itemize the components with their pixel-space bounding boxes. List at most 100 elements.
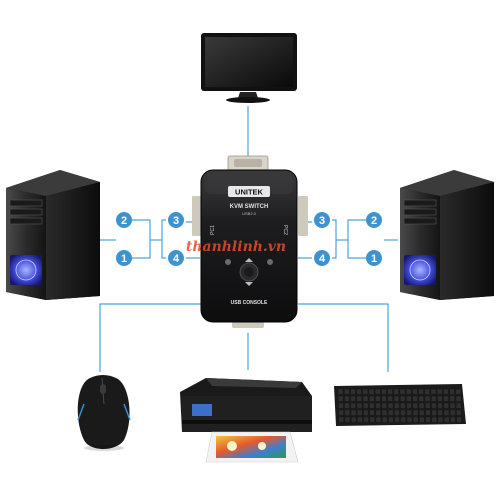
keyboard-key (344, 388, 350, 395)
port-badge: 4 (168, 250, 184, 266)
line-right-2-1 (347, 219, 366, 259)
keyboard-key (344, 416, 351, 423)
keyboard-key (375, 388, 381, 395)
keyboard-key (419, 416, 425, 423)
keyboard-key (363, 402, 369, 409)
keyboard-key (412, 388, 418, 395)
port-badge: 1 (366, 250, 382, 266)
keyboard-key (338, 402, 344, 409)
keyboard-key (430, 388, 437, 395)
port-number: 3 (319, 215, 325, 227)
keyboard-key (418, 395, 424, 402)
keyboard-key (456, 402, 462, 409)
keyboard-key (356, 388, 362, 395)
keyboard-key (424, 388, 430, 395)
connector-lines (99, 106, 398, 372)
keyboard-key (449, 395, 455, 402)
keyboard-key (381, 388, 387, 395)
port-number: 1 (371, 253, 377, 265)
keyboard-key (356, 402, 363, 409)
keyboard-key (425, 416, 431, 423)
keyboard-key (443, 388, 449, 395)
port-badge: 3 (314, 212, 330, 228)
keyboard-key (368, 388, 375, 395)
port-badge: 2 (116, 212, 132, 228)
keyboard-key (449, 388, 455, 395)
keyboard-key (350, 388, 356, 395)
port-badge: 4 (314, 250, 330, 266)
keyboard-key (449, 402, 456, 409)
keyboard-key (393, 395, 400, 402)
keyboard-key (350, 409, 357, 416)
keyboard-key (431, 402, 437, 409)
keyboard-key (350, 395, 356, 402)
port-number: 4 (173, 253, 180, 265)
port-number: 2 (371, 215, 377, 227)
keyboard-key (412, 395, 418, 402)
keyboard-key (381, 402, 387, 409)
port-number: 3 (173, 215, 179, 227)
keyboard-key (450, 416, 456, 423)
mouse-icon (77, 375, 131, 451)
keyboard-key (344, 395, 350, 402)
keyboard-key (362, 388, 368, 395)
keyboard-keys (337, 388, 462, 423)
keyboard-key (431, 409, 437, 416)
keyboard-key (406, 416, 413, 423)
keyboard-key (369, 416, 375, 423)
left-port-badges: 2 3 1 4 (116, 212, 184, 266)
port-number: 1 (121, 253, 127, 265)
keyboard-key (425, 402, 431, 409)
keyboard-key (357, 416, 363, 423)
keyboard-key (375, 402, 381, 409)
right-port-badges: 3 2 4 1 (314, 212, 382, 266)
pc-tower-icon (400, 170, 494, 300)
keyboard-key (400, 402, 406, 409)
keyboard-key (381, 395, 387, 402)
port-badge: 3 (168, 212, 184, 228)
keyboard-key (437, 402, 443, 409)
keyboard-key (437, 395, 443, 402)
keyboard-key (443, 395, 449, 402)
keyboard-key (406, 409, 412, 416)
keyboard-key (400, 409, 406, 416)
keyboard-key (450, 409, 456, 416)
printer-icon (180, 378, 312, 463)
console-label: USB CONSOLE (231, 300, 268, 306)
keyboard-key (387, 395, 393, 402)
keyboard-key (412, 402, 418, 409)
keyboard-key (388, 409, 394, 416)
port-number: 2 (121, 215, 127, 227)
monitor-icon (201, 33, 297, 103)
line-keyboard (298, 303, 389, 372)
keyboard-key (456, 409, 462, 416)
keyboard-key (437, 388, 443, 395)
keyboard-key (369, 402, 375, 409)
keyboard-key (413, 416, 419, 423)
pc-tower-icon (6, 170, 100, 300)
keyboard-key (425, 409, 431, 416)
keyboard-key (375, 409, 381, 416)
line-right-3-4 (332, 219, 337, 259)
keyboard-key (443, 409, 450, 416)
port-right-label: PC2 (282, 225, 288, 235)
line-left-2-1 (132, 219, 151, 259)
keyboard-key (455, 388, 461, 395)
keyboard-key (393, 388, 399, 395)
keyboard-key (412, 409, 419, 416)
keyboard-key (387, 402, 394, 409)
keyboard-icon (334, 384, 466, 426)
keyboard-key (418, 388, 424, 395)
keyboard-key (375, 395, 381, 402)
keyboard-key (400, 395, 406, 402)
keyboard-key (382, 416, 388, 423)
keyboard-key (419, 409, 425, 416)
keyboard-key (444, 416, 450, 423)
keyboard-key (418, 402, 425, 409)
keyboard-key (369, 409, 375, 416)
keyboard-key (350, 402, 356, 409)
keyboard-key (356, 395, 362, 402)
keyboard-key (455, 395, 462, 402)
keyboard-key (351, 416, 357, 423)
